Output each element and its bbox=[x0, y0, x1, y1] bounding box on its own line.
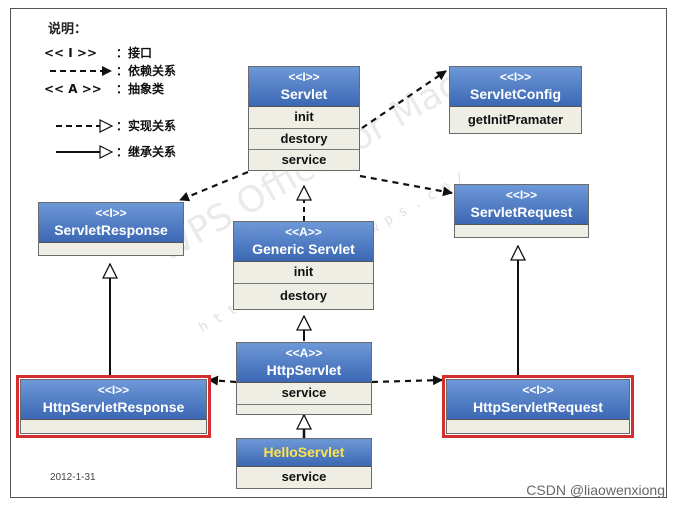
node-httpservletresponse-stereotype: <<I>> bbox=[97, 383, 130, 397]
node-servlet-stereotype: <<I>> bbox=[288, 70, 320, 84]
node-httpservletrequest-name: HttpServletRequest bbox=[473, 399, 603, 415]
legend-abstract-symbol: << A >> bbox=[44, 82, 102, 96]
node-servletresponse-stereotype: <<I>> bbox=[95, 206, 127, 220]
node-servletresponse: <<I>> ServletResponse bbox=[38, 202, 184, 256]
node-httpservlet-name: HttpServlet bbox=[266, 362, 342, 378]
node-servletconfig-stereotype: <<I>> bbox=[499, 70, 532, 84]
node-httpservletrequest-body bbox=[447, 420, 629, 433]
edge-servlet-to-servletconfig bbox=[361, 70, 447, 129]
legend-implementation-symbol bbox=[56, 119, 114, 133]
node-helloservlet-name: HelloServlet bbox=[263, 444, 345, 460]
node-httpservletresponse-name: HttpServletResponse bbox=[42, 399, 185, 415]
node-genericservlet: <<A>> Generic Servlet init destory bbox=[233, 221, 374, 310]
node-servletresponse-header: <<I>> ServletResponse bbox=[39, 203, 183, 243]
node-servlet-name: Servlet bbox=[280, 86, 328, 102]
node-genericservlet-name: Generic Servlet bbox=[252, 241, 355, 257]
legend-interface-label: ：接口 bbox=[116, 46, 153, 60]
method-init: init bbox=[293, 264, 314, 279]
method-init: init bbox=[294, 109, 314, 124]
edge-httpservlet-to-httpservletrequest bbox=[371, 375, 443, 386]
node-servlet: <<I>> Servlet init destory service bbox=[248, 66, 360, 171]
edge-servlet-to-servletresponse bbox=[179, 170, 249, 202]
node-servletresponse-body bbox=[39, 243, 183, 255]
node-httpservletrequest-stereotype: <<I>> bbox=[522, 383, 554, 397]
method-destory: destory bbox=[234, 283, 373, 309]
node-httpservletresponse-header: <<I>> HttpServletResponse bbox=[21, 380, 206, 420]
node-helloservlet: HelloServlet service bbox=[236, 438, 372, 489]
legend-inheritance-label: ：继承关系 bbox=[116, 145, 177, 159]
node-servletrequest-body bbox=[455, 225, 588, 237]
method-service: service bbox=[281, 469, 327, 484]
node-servletresponse-name: ServletResponse bbox=[54, 222, 168, 238]
node-httpservlet-header: <<A>> HttpServlet bbox=[237, 343, 371, 383]
node-servletconfig-name: ServletConfig bbox=[469, 86, 561, 102]
edge-servlet-to-servletrequest bbox=[359, 174, 453, 197]
node-servletrequest-name: ServletRequest bbox=[470, 204, 573, 220]
node-servlet-header: <<I>> Servlet bbox=[249, 67, 359, 107]
node-httpservletrequest: <<I>> HttpServletRequest bbox=[442, 375, 634, 438]
node-genericservlet-stereotype: <<A>> bbox=[285, 225, 322, 239]
node-servletconfig-header: <<I>> ServletConfig bbox=[450, 67, 581, 107]
method-destory: destory bbox=[249, 128, 359, 149]
edge-httpservlet-to-httpservletresponse bbox=[208, 375, 237, 386]
node-servletrequest: <<I>> ServletRequest bbox=[454, 184, 589, 238]
legend-dependency-label: ：依赖关系 bbox=[116, 64, 177, 78]
node-httpservletresponse: <<I>> HttpServletResponse bbox=[16, 375, 211, 438]
node-httpservlet: <<A>> HttpServlet service bbox=[236, 342, 372, 415]
node-httpservletrequest-header: <<I>> HttpServletRequest bbox=[447, 380, 629, 420]
node-servletrequest-stereotype: <<I>> bbox=[505, 188, 538, 202]
date-stamp: 2012-1-31 bbox=[50, 472, 96, 483]
node-httpservletresponse-body bbox=[21, 420, 206, 433]
legend-implementation-label: ：实现关系 bbox=[116, 119, 177, 133]
legend-inheritance-symbol bbox=[56, 145, 114, 159]
legend-abstract-label: ：抽象类 bbox=[116, 82, 165, 96]
node-genericservlet-header: <<A>> Generic Servlet bbox=[234, 222, 373, 262]
credit-text: CSDN @liaowenxiong bbox=[526, 482, 665, 498]
method-service: service bbox=[281, 385, 327, 400]
legend-interface-symbol: << I >> bbox=[44, 46, 98, 60]
node-httpservlet-stereotype: <<A>> bbox=[285, 346, 323, 360]
node-helloservlet-header: HelloServlet bbox=[237, 439, 371, 467]
node-servletconfig: <<I>> ServletConfig getInitPramater bbox=[449, 66, 582, 134]
method-getinitpramater: getInitPramater bbox=[467, 112, 564, 127]
legend-title: 说明： bbox=[48, 22, 88, 37]
node-httpservlet-body bbox=[237, 404, 371, 414]
node-servletrequest-header: <<I>> ServletRequest bbox=[455, 185, 588, 225]
legend-dependency-symbol bbox=[50, 66, 112, 76]
method-service: service bbox=[249, 149, 359, 170]
